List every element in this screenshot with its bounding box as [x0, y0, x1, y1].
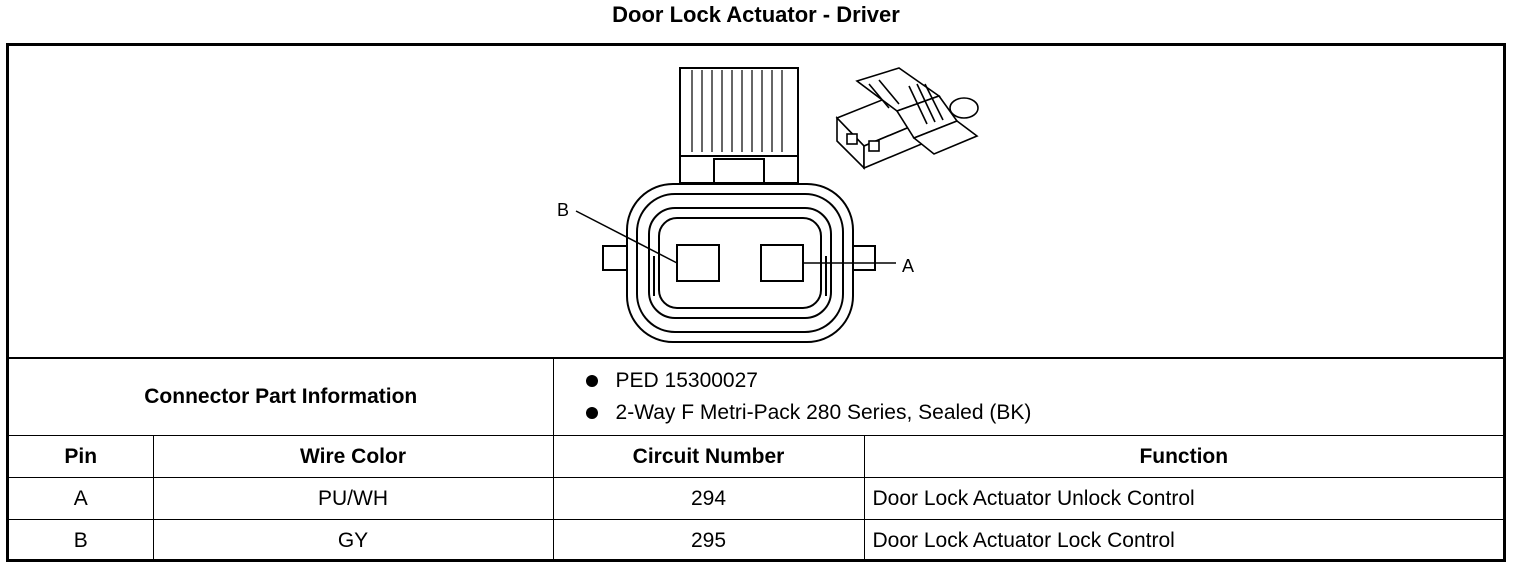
pinout-table: Connector Part Information PED 15300027 … [9, 359, 1504, 562]
connector-info-item: 2-Way F Metri-Pack 280 Series, Sealed (B… [585, 397, 1496, 429]
header-circuit-number: Circuit Number [552, 435, 865, 478]
pin-label-a: A [902, 256, 914, 276]
cell-wire-color: GY [152, 519, 554, 562]
right-tab [852, 245, 876, 271]
connector-info-list: PED 15300027 2-Way F Metri-Pack 280 Seri… [552, 359, 1504, 436]
cell-function: Door Lock Actuator Unlock Control [863, 477, 1504, 520]
table-row: B GY 295 Door Lock Actuator Lock Control [9, 519, 1504, 562]
pin-cavity-b [676, 244, 720, 282]
header-pin: Pin [9, 435, 154, 478]
cell-circuit-number: 294 [552, 477, 865, 520]
connector-info-row: Connector Part Information PED 15300027 … [9, 359, 1504, 436]
cell-function: Door Lock Actuator Lock Control [863, 519, 1504, 562]
table-row: A PU/WH 294 Door Lock Actuator Unlock Co… [9, 477, 1504, 520]
cell-circuit-number: 295 [552, 519, 865, 562]
pin-cavity-a [760, 244, 804, 282]
connector-sheet: B A [6, 43, 1506, 562]
connector-diagram: B A [9, 46, 1503, 359]
connector-info-item: PED 15300027 [585, 365, 1496, 397]
connector-info-label: Connector Part Information [9, 359, 554, 436]
bullet-icon [585, 407, 598, 419]
left-tab [602, 245, 628, 271]
page-title: Door Lock Actuator - Driver [612, 2, 900, 27]
cell-pin: A [9, 477, 154, 520]
pin-label-b: B [557, 200, 569, 220]
cell-pin: B [9, 519, 154, 562]
connector-face-drawing: B A [557, 67, 979, 343]
connector-isometric-view [835, 67, 979, 170]
cell-wire-color: PU/WH [152, 477, 554, 520]
header-function: Function [863, 435, 1504, 478]
bullet-icon [585, 375, 598, 387]
table-header-row: Pin Wire Color Circuit Number Function [9, 435, 1504, 478]
header-wire-color: Wire Color [152, 435, 554, 478]
